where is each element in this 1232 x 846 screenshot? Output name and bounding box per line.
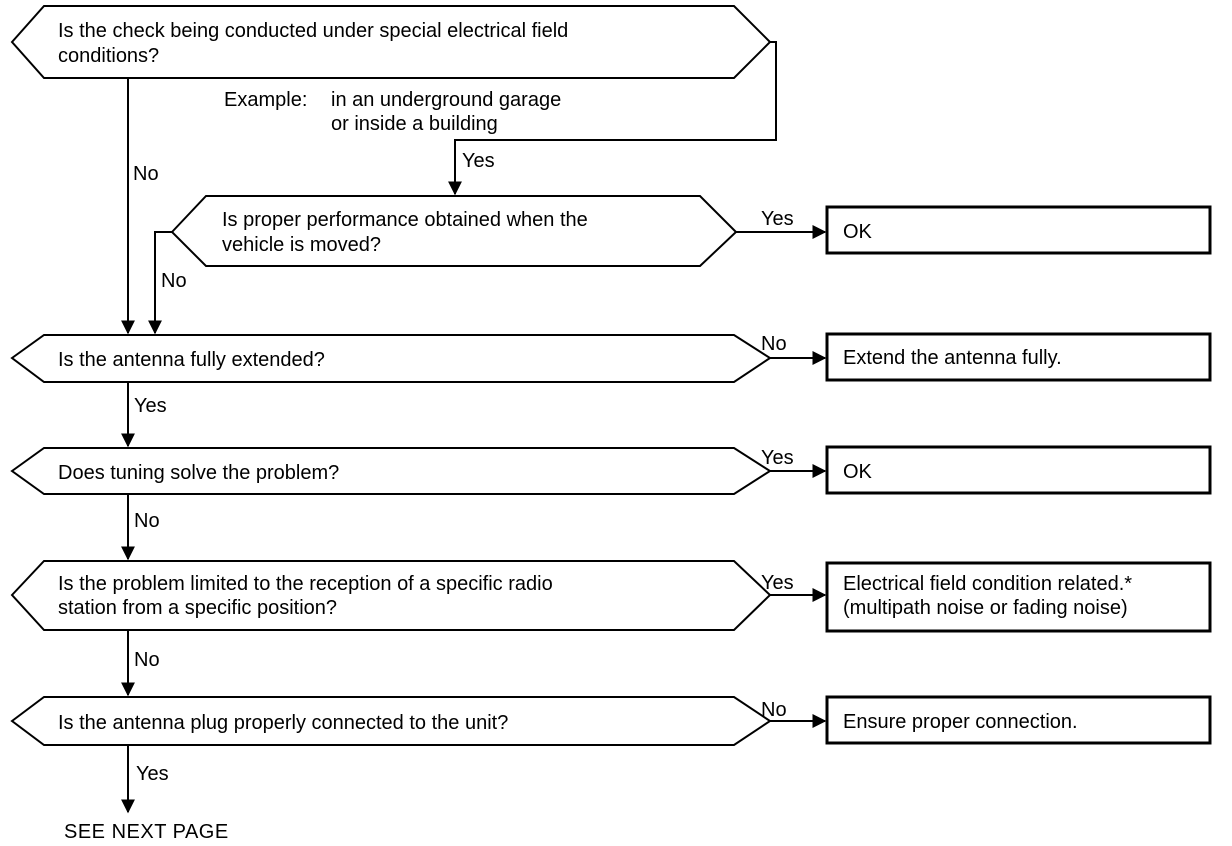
decision-q2-line-1: Is proper performance obtained when the (222, 209, 588, 231)
decision-q5-line-1: Is the problem limited to the reception … (58, 573, 553, 595)
result-r5-line-1: Ensure proper connection. (843, 711, 1078, 733)
decision-q2-line-2: vehicle is moved? (222, 234, 381, 256)
edge-label-q4-yes: Yes (761, 447, 794, 469)
example-note: Example: in an underground garage or ins… (224, 89, 561, 135)
decision-q5-line-2: station from a specific position? (58, 597, 337, 619)
result-r2: Extend the antenna fully. (825, 332, 1212, 382)
result-r2-box (825, 332, 1212, 382)
edge-q1-yes (448, 41, 777, 196)
result-r4-line-1: Electrical field condition related.* (843, 573, 1132, 595)
result-r5-box (825, 695, 1212, 745)
result-r2-line-1: Extend the antenna fully. (843, 347, 1062, 369)
result-r3-box (825, 445, 1212, 495)
decision-q1-line-1: Is the check being conducted under speci… (58, 20, 568, 42)
result-r1: OK (825, 205, 1212, 255)
decision-q6: Is the antenna plug properly connected t… (10, 696, 772, 746)
decision-q1-shape (10, 5, 772, 79)
result-r5: Ensure proper connection. (825, 695, 1212, 745)
result-r4-line-2: (multipath noise or fading noise) (843, 597, 1128, 619)
edge-label-q6-no: No (761, 699, 787, 721)
result-r4: Electrical field condition related.* (mu… (825, 561, 1212, 633)
decision-q5-shape (10, 560, 772, 631)
result-r1-box (825, 205, 1212, 255)
result-r3: OK (825, 445, 1212, 495)
decision-q3-line-1: Is the antenna fully extended? (58, 349, 325, 371)
see-next-page: SEE NEXT PAGE (64, 821, 229, 843)
example-line-1: in an underground garage (331, 89, 561, 111)
decision-q2: Is proper performance obtained when the … (170, 195, 738, 267)
example-label: Example: (224, 89, 307, 111)
decision-q1: Is the check being conducted under speci… (10, 5, 772, 79)
decision-q4: Does tuning solve the problem? (10, 447, 772, 495)
result-r1-line-1: OK (843, 221, 873, 243)
edge-label-q6-yes: Yes (136, 763, 169, 785)
edge-label-q1-yes: Yes (462, 150, 495, 172)
edge-label-q3-no: No (761, 333, 787, 355)
edge-label-q1-no: No (133, 163, 159, 185)
edge-label-q2-yes: Yes (761, 208, 794, 230)
decision-q6-line-1: Is the antenna plug properly connected t… (58, 712, 508, 734)
decision-q1-line-2: conditions? (58, 45, 159, 67)
edge-q2-no (148, 231, 172, 335)
decision-q5: Is the problem limited to the reception … (10, 560, 772, 631)
decision-q4-line-1: Does tuning solve the problem? (58, 462, 339, 484)
edge-label-q5-no: No (134, 649, 160, 671)
edge-label-q3-yes: Yes (134, 395, 167, 417)
edge-label-q4-no: No (134, 510, 160, 532)
example-line-2: or inside a building (331, 113, 498, 135)
edge-label-q2-no: No (161, 270, 187, 292)
result-r3-line-1: OK (843, 461, 873, 483)
decision-q3: Is the antenna fully extended? (10, 334, 772, 383)
result-r4-box (825, 561, 1212, 633)
edge-label-q5-yes: Yes (761, 572, 794, 594)
